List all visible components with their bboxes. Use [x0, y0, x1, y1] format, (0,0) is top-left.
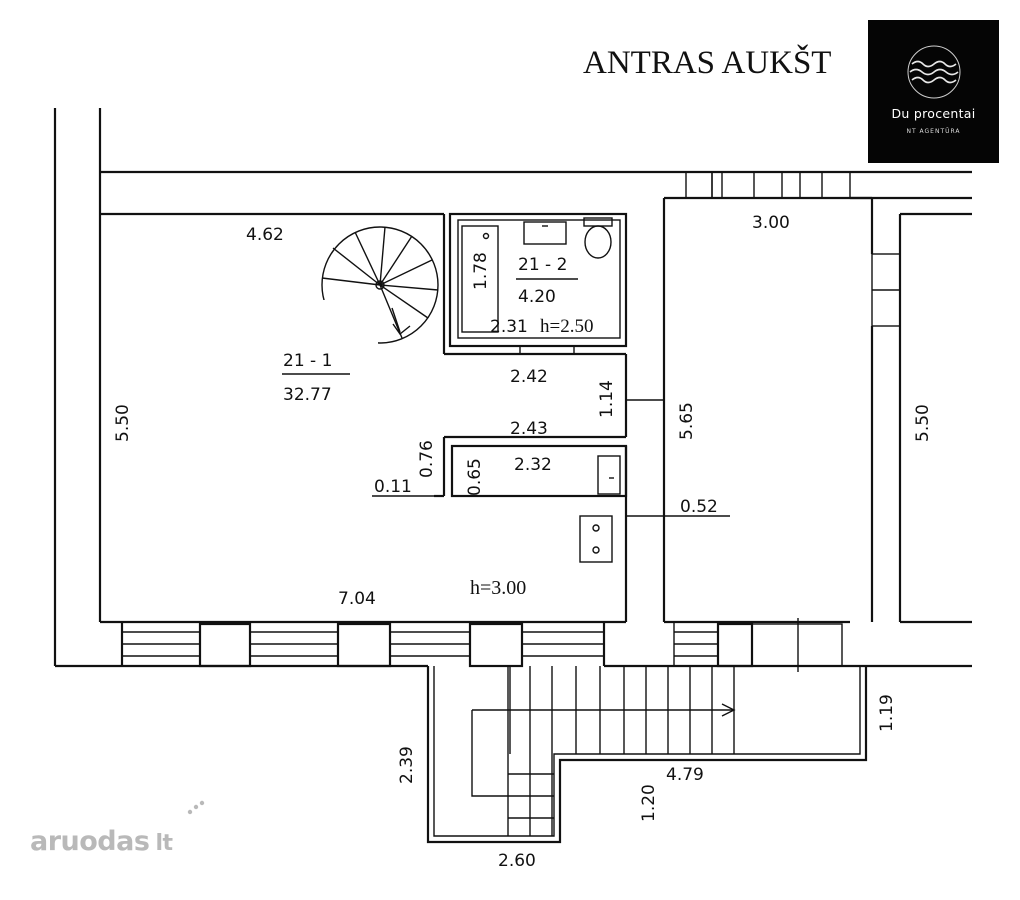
- dim-closet-top: 2.43: [510, 419, 548, 439]
- bathtub-icon: [461, 225, 499, 333]
- dim-closet-height-b: 0.65: [465, 458, 485, 496]
- dim-corridor-top: 2.42: [510, 367, 548, 387]
- toilet-icon: [583, 217, 613, 259]
- outdoor-staircase: [426, 666, 868, 844]
- dim-kitchen-width: 2.32: [514, 455, 552, 475]
- top-corridor-walls: [100, 170, 972, 216]
- dim-stair-bottom: 2.60: [498, 851, 536, 871]
- dim-bottom-width: 7.04: [338, 589, 376, 609]
- dim-stair-hall-height: 5.65: [677, 402, 697, 440]
- agency-logo: Du procentai NT AGENTŪRA: [868, 20, 999, 163]
- kitchen-sink-icon: [597, 455, 621, 495]
- room-21-1-height: h=3.00: [470, 577, 526, 599]
- dim-left-height: 5.50: [113, 404, 133, 442]
- dim-stair-width: 4.79: [666, 765, 704, 785]
- dim-stair-step: 1.20: [639, 784, 659, 822]
- dimension-markers: [282, 373, 730, 517]
- room-21-2-height: h=2.50: [540, 316, 593, 337]
- dim-closet-thickness: 0.11: [374, 477, 412, 497]
- watermark-text: aruodas: [30, 826, 150, 857]
- kitchen-fixtures: [450, 444, 628, 563]
- floor-title: ANTRAS AUKŠT: [583, 43, 831, 81]
- dim-top-left-width: 4.62: [246, 225, 284, 245]
- room-21-1-id: 21 - 1: [283, 351, 332, 371]
- dim-closet-height-a: 0.76: [417, 440, 437, 478]
- dim-stair-run-left: 2.39: [397, 746, 417, 784]
- dim-landing-height: 1.19: [877, 694, 897, 732]
- outer-left-wall: [53, 108, 428, 668]
- watermark-suffix: lt: [155, 831, 173, 856]
- dim-bath-width: 2.31: [490, 317, 528, 337]
- dim-stair-hall-width: 3.00: [752, 213, 790, 233]
- room-21-1-area: 32.77: [283, 385, 332, 405]
- room-21-2-walls: [448, 212, 628, 355]
- dim-right-height: 5.50: [913, 404, 933, 442]
- stove-icon: [579, 515, 613, 563]
- agency-subtitle: NT AGENTŪRA: [906, 128, 961, 135]
- wave-emblem-icon: [907, 45, 961, 99]
- dim-bath-height: 1.78: [471, 252, 491, 290]
- watermark-dots-icon: [187, 800, 205, 815]
- agency-name: Du procentai: [891, 106, 976, 121]
- sink-icon: [523, 221, 567, 245]
- room-21-1-walls: [98, 214, 628, 624]
- dim-wall-thickness: 0.52: [680, 497, 718, 517]
- bottom-windows: [120, 618, 972, 672]
- dim-corridor-height: 1.14: [597, 380, 617, 418]
- spiral-stair-icon: [320, 226, 439, 348]
- stair-hall-walls: [662, 196, 972, 624]
- room-21-2-id: 21 - 2: [518, 255, 567, 275]
- room-21-2-area: 4.20: [518, 287, 556, 307]
